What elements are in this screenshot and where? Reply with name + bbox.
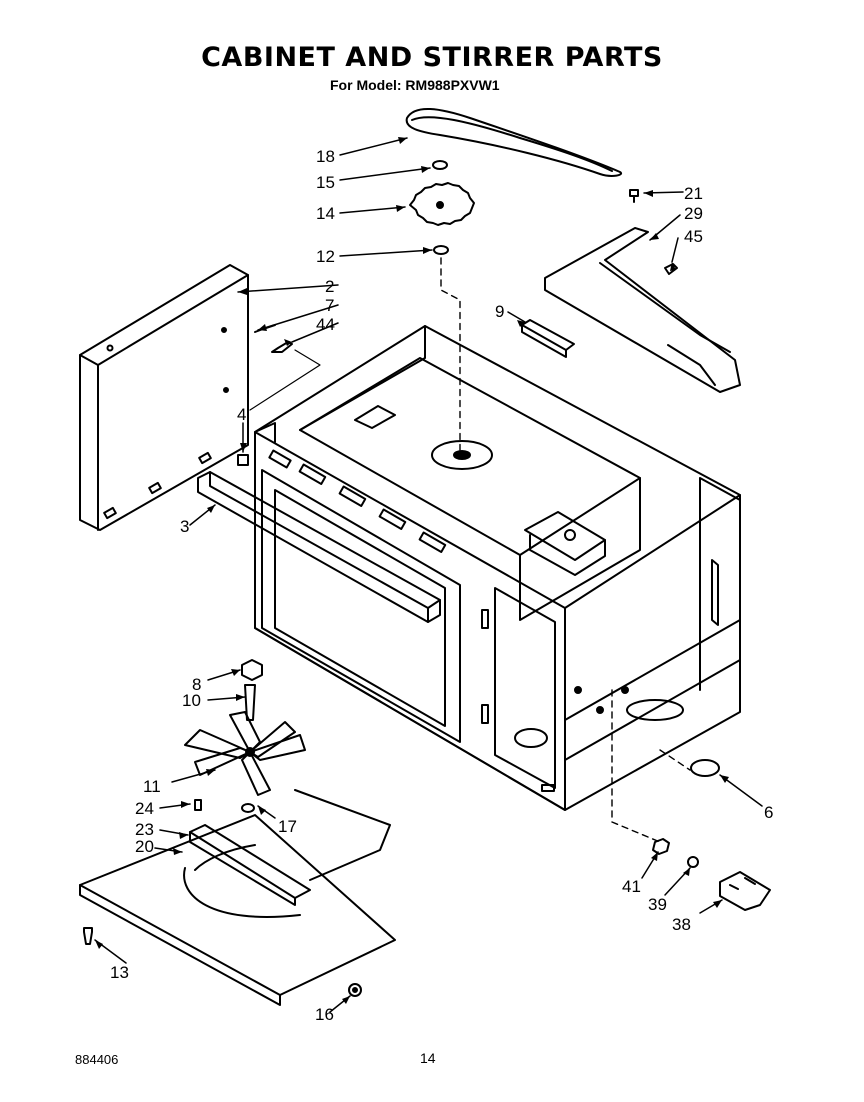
callout-17: 17 (278, 817, 297, 836)
callout-20: 20 (135, 837, 154, 856)
callout-7: 7 (325, 296, 334, 315)
callout-2: 2 (325, 277, 334, 296)
screw-21 (629, 189, 639, 203)
bracket-29 (544, 227, 741, 393)
door-opening (261, 469, 461, 743)
callout-24: 24 (135, 799, 154, 818)
belt-part (405, 107, 623, 177)
part-39 (687, 856, 699, 868)
thermostat-6 (690, 759, 720, 777)
callout-11: 11 (143, 777, 161, 796)
cabinet-frame (254, 325, 741, 811)
callout-21: 21 (684, 184, 703, 203)
callout-38: 38 (672, 915, 691, 934)
nut-17 (241, 803, 255, 813)
page-title: CABINET AND STIRRER PARTS (201, 42, 663, 73)
base-plate (79, 814, 396, 996)
callout-15: 15 (316, 173, 335, 192)
drive-shaft (244, 684, 256, 721)
callout-8: 8 (192, 675, 201, 694)
callout-16: 16 (315, 1005, 334, 1024)
model-subtitle: For Model: RM988PXVW1 (330, 77, 500, 93)
callout-29: 29 (684, 204, 703, 223)
callout-labels: 18 15 14 12 2 7 44 4 3 8 10 11 24 23 20 … (110, 147, 773, 1024)
part-9 (521, 319, 575, 351)
stirrer-fan (184, 711, 306, 796)
callout-39: 39 (648, 895, 667, 914)
side-panel (79, 264, 249, 531)
part-24 (194, 799, 202, 811)
page-number: 14 (420, 1050, 436, 1066)
stirrer-gear (409, 182, 475, 226)
callout-45: 45 (684, 227, 703, 246)
callout-23: 23 (135, 820, 154, 839)
callout-14: 14 (316, 204, 335, 223)
footer-code: 884406 (75, 1052, 119, 1067)
strip-23 (189, 824, 311, 899)
callout-18: 18 (316, 147, 335, 166)
callout-41: 41 (622, 877, 641, 896)
switch-38 (719, 871, 771, 911)
stirrer-washer (432, 160, 448, 170)
shaft-coupler (241, 659, 263, 681)
nut-4 (237, 454, 249, 466)
nut-16 (348, 983, 362, 997)
callout-3: 3 (180, 517, 189, 536)
stirrer-hub (431, 440, 493, 470)
callout-12: 12 (316, 247, 335, 266)
clip-45 (664, 263, 678, 275)
callout-13: 13 (110, 963, 129, 982)
stirrer-bushing (433, 245, 449, 255)
callout-44: 44 (316, 315, 335, 334)
callout-9: 9 (495, 302, 504, 321)
callout-10: 10 (182, 691, 201, 710)
part-41 (652, 838, 670, 855)
callout-6: 6 (764, 803, 773, 822)
screw-13 (83, 927, 93, 945)
callout-4: 4 (237, 405, 246, 424)
